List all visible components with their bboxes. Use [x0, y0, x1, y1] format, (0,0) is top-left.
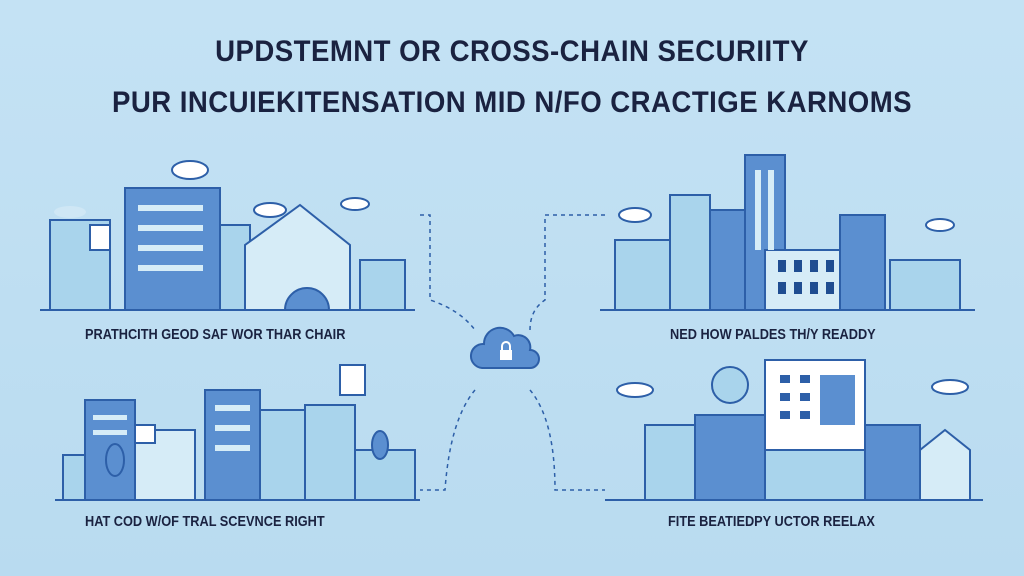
cityscape-bottom-right [605, 359, 983, 501]
cityscape-top-left [40, 160, 415, 311]
cityscape-top-right [600, 154, 975, 311]
title-line-1: UPDSTEMNT OR CROSS-CHAIN SECURIITY [215, 35, 809, 68]
panel-caption-2: NED HOW PALDES TH/Y READDY [670, 326, 876, 343]
connector-lines [420, 214, 605, 491]
panel-caption-3: HAT COD W/OF TRAL SCEVNCE RIGHT [85, 513, 325, 530]
panel-caption-1: PRATHCITH GEOD SAF WOR THAR CHAIR [85, 326, 346, 343]
title-line-2: PUR INCUIEKITENSATION MID N/FO CRACTIGE … [111, 86, 913, 119]
cityscape-bottom-left [55, 364, 420, 501]
cloud-lock-icon [470, 326, 540, 369]
panel-caption-4: FITE BEATIEDPY UCTOR REELAX [668, 513, 875, 530]
